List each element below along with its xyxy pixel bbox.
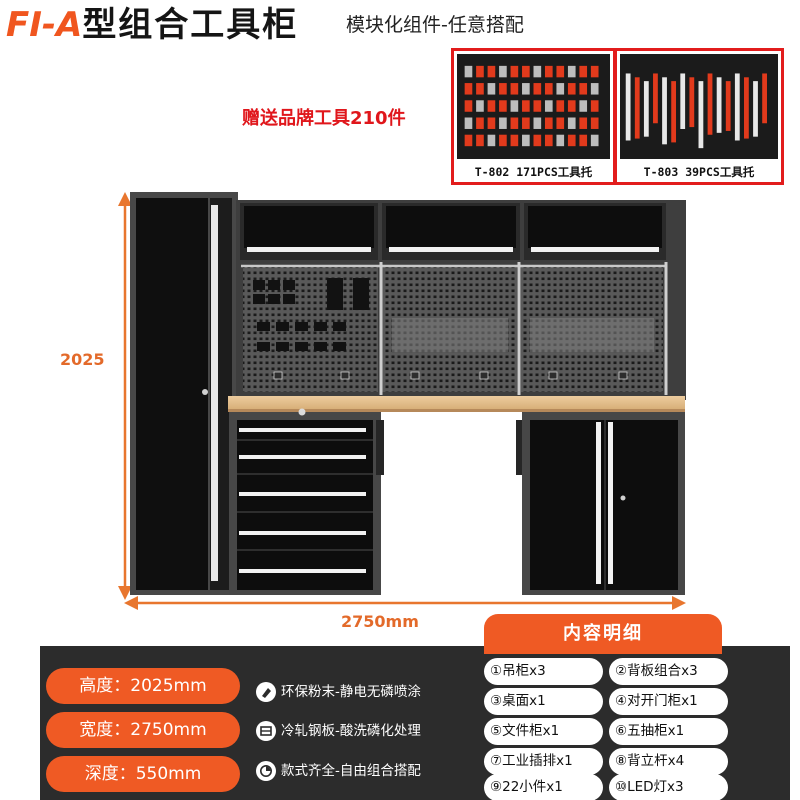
title-name: 型组合工具柜 (82, 5, 299, 45)
feature-powder-coating: 环保粉末-静电无磷喷涂 (256, 680, 421, 704)
socket-tray-icon (464, 65, 599, 147)
clock-icon (256, 761, 276, 781)
feature-text: 冷轧钢板-酸洗磷化处理 (281, 723, 421, 739)
feature-free-combination: 款式齐全-自由组合搭配 (256, 759, 421, 783)
title-model: FI-A (6, 5, 83, 45)
drawer-cabinet (229, 408, 381, 595)
height-dimension-label: 2025 (60, 350, 105, 369)
content-item: ④对开门柜x1 (609, 688, 728, 715)
content-item: ⑤文件柜x1 (484, 718, 603, 745)
feature-cold-rolled-steel: 冷轧钢板-酸洗磷化处理 (256, 719, 421, 743)
content-item: ⑧背立杆x4 (609, 748, 728, 775)
feature-text: 环保粉末-静电无磷喷涂 (281, 684, 421, 700)
content-item: ⑨22小件x1 (484, 774, 603, 800)
wall-cabinets (240, 203, 666, 260)
content-item: ②背板组合x3 (609, 658, 728, 685)
tool-tray-t802: T-802 171PCS工具托 (451, 48, 616, 185)
gift-banner: 赠送品牌工具210件 (242, 108, 406, 129)
depth-spec: 深度：550mm (46, 756, 240, 792)
steel-icon (256, 721, 276, 741)
content-item: ①吊柜x3 (484, 658, 603, 685)
worktop (228, 396, 685, 412)
width-dimension-arrow (124, 596, 686, 610)
socket-tray-image (457, 54, 610, 159)
content-item: ⑥五抽柜x1 (609, 718, 728, 745)
tray-label-t803: T-803 39PCS工具托 (643, 165, 755, 179)
product-subtitle: 模块化组件-任意搭配 (346, 14, 524, 36)
width-dimension-label: 2750mm (341, 612, 419, 631)
feature-text: 款式齐全-自由组合搭配 (281, 763, 421, 779)
tool-tray-t803: T-803 39PCS工具托 (614, 48, 784, 185)
content-item: ⑦工业插排x1 (484, 748, 603, 775)
wrench-tray-image (620, 54, 778, 159)
double-door-cabinet (522, 412, 685, 595)
content-item: ③桌面x1 (484, 688, 603, 715)
height-spec: 高度：2025mm (46, 668, 240, 704)
tall-cabinet (130, 192, 238, 595)
content-item: ⑩LED灯x3 (609, 774, 728, 800)
wrench-tray-icon (625, 73, 767, 149)
cabinet-drawing (118, 192, 686, 610)
width-spec: 宽度：2750mm (46, 712, 240, 748)
product-title: FI-A型组合工具柜 (6, 2, 298, 48)
tray-label-t802: T-802 171PCS工具托 (474, 165, 593, 179)
pegboards (241, 262, 668, 395)
contents-title: 内容明细 (484, 614, 722, 654)
cabinet-illustration (100, 185, 700, 610)
height-dimension-arrow (118, 192, 132, 600)
spray-icon (256, 682, 276, 702)
